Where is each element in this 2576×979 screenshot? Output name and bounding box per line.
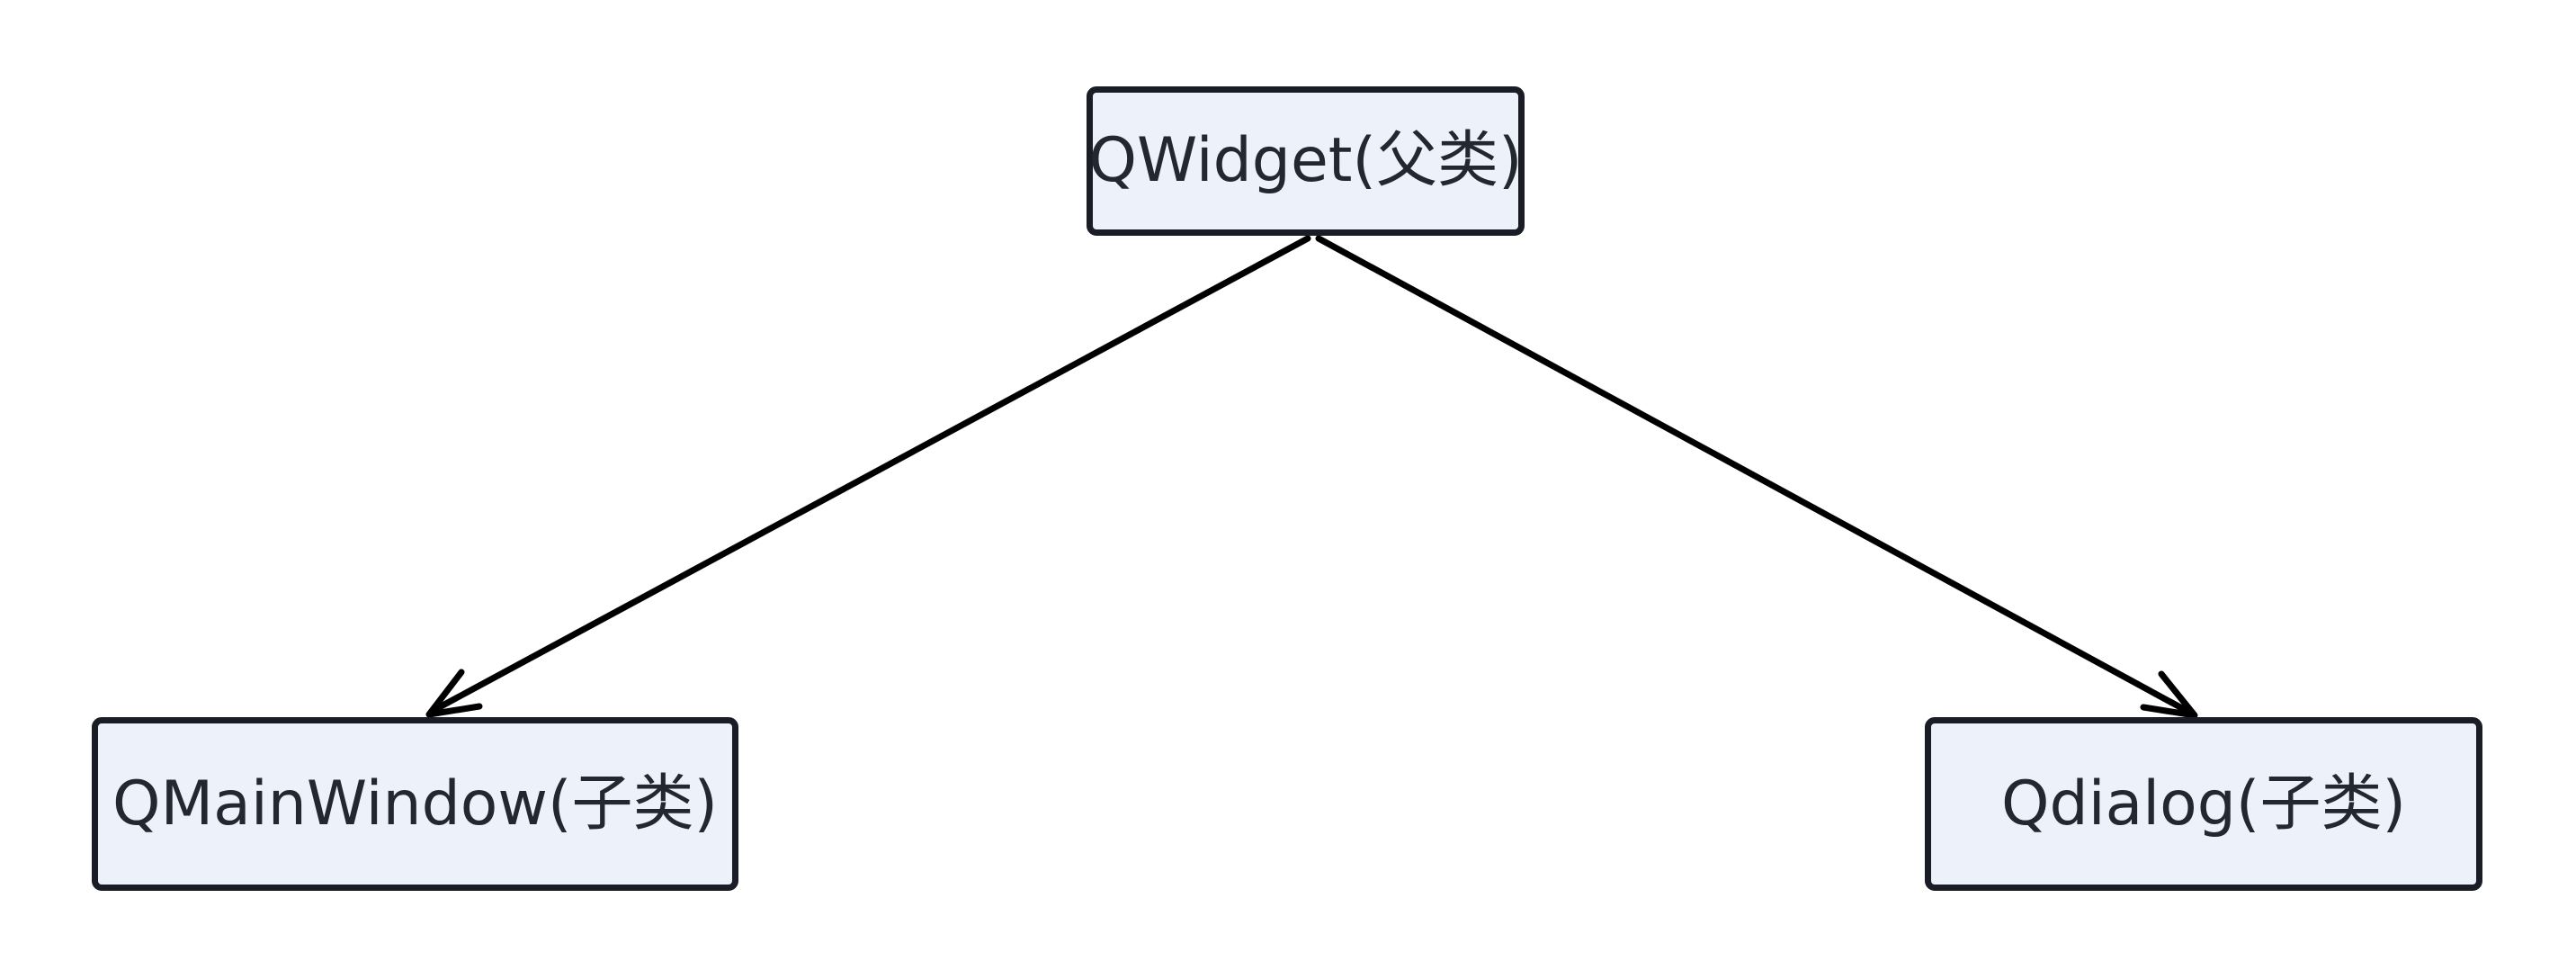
edge-qwidget-to-qmainwindow bbox=[425, 235, 1311, 718]
node-qdialog[interactable]: Qdialog(子类) bbox=[1925, 717, 2482, 891]
node-qwidget-label: QWidget(父类) bbox=[1088, 125, 1523, 197]
node-qdialog-label: Qdialog(子类) bbox=[2001, 768, 2406, 840]
node-qmainwindow[interactable]: QMainWindow(子类) bbox=[92, 717, 738, 891]
edge-line-right bbox=[1315, 235, 2194, 716]
node-qwidget[interactable]: QWidget(父类) bbox=[1087, 86, 1525, 236]
edge-line-left bbox=[429, 235, 1311, 714]
edge-qwidget-to-qdialog bbox=[1315, 235, 2198, 719]
arrowhead-left-icon bbox=[425, 669, 483, 718]
node-qmainwindow-label: QMainWindow(子类) bbox=[112, 768, 719, 840]
arrowhead-right-icon bbox=[2140, 670, 2198, 719]
